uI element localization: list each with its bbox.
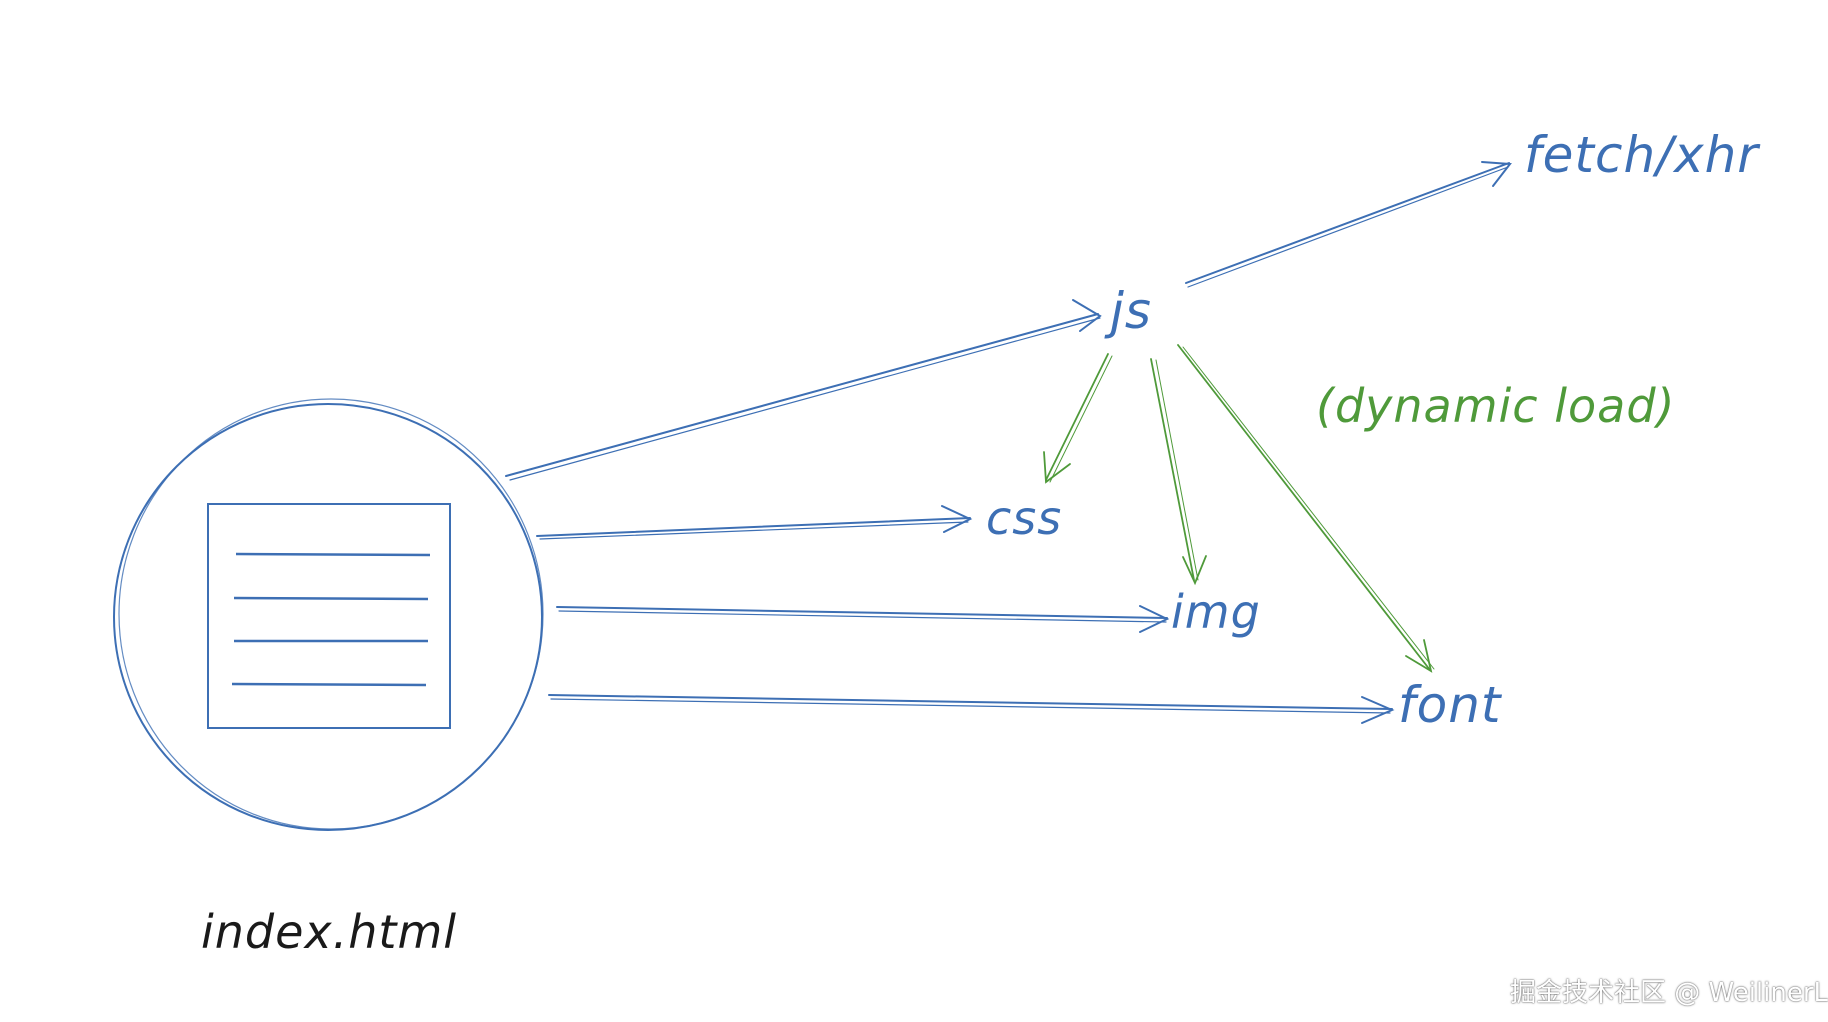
static-edges — [505, 161, 1512, 724]
arrow-js-to-font — [1177, 344, 1435, 673]
index-html-label: index.html — [201, 905, 457, 959]
document-line-2 — [233, 596, 429, 601]
dynamic-load-annotation: (dynamic load) — [1316, 379, 1675, 433]
img-label: img — [1171, 585, 1261, 639]
document-text-lines — [231, 552, 431, 687]
css-label: css — [986, 491, 1062, 545]
arrow-js-to-img — [1150, 358, 1207, 586]
document-line-1 — [235, 552, 431, 557]
js-label: js — [1104, 282, 1152, 340]
arrow-js-to-css — [1043, 353, 1113, 484]
arrow-index-to-css — [536, 505, 973, 540]
document-line-4 — [231, 682, 427, 687]
document-circle — [113, 403, 543, 831]
arrow-index-to-img — [556, 605, 1170, 633]
font-label: font — [1398, 676, 1503, 734]
arrow-index-to-js — [505, 299, 1102, 481]
arrow-js-to-fetch — [1185, 161, 1512, 288]
index-html-node — [113, 398, 544, 831]
dynamic-edges — [1043, 344, 1435, 673]
document-page-icon — [207, 503, 451, 729]
arrow-index-to-font — [548, 694, 1395, 724]
document-circle-sketch-stroke — [118, 398, 544, 830]
watermark: 掘金技术社区 @ WeilinerL — [1510, 978, 1828, 1008]
fetch-xhr-label: fetch/xhr — [1524, 126, 1761, 184]
